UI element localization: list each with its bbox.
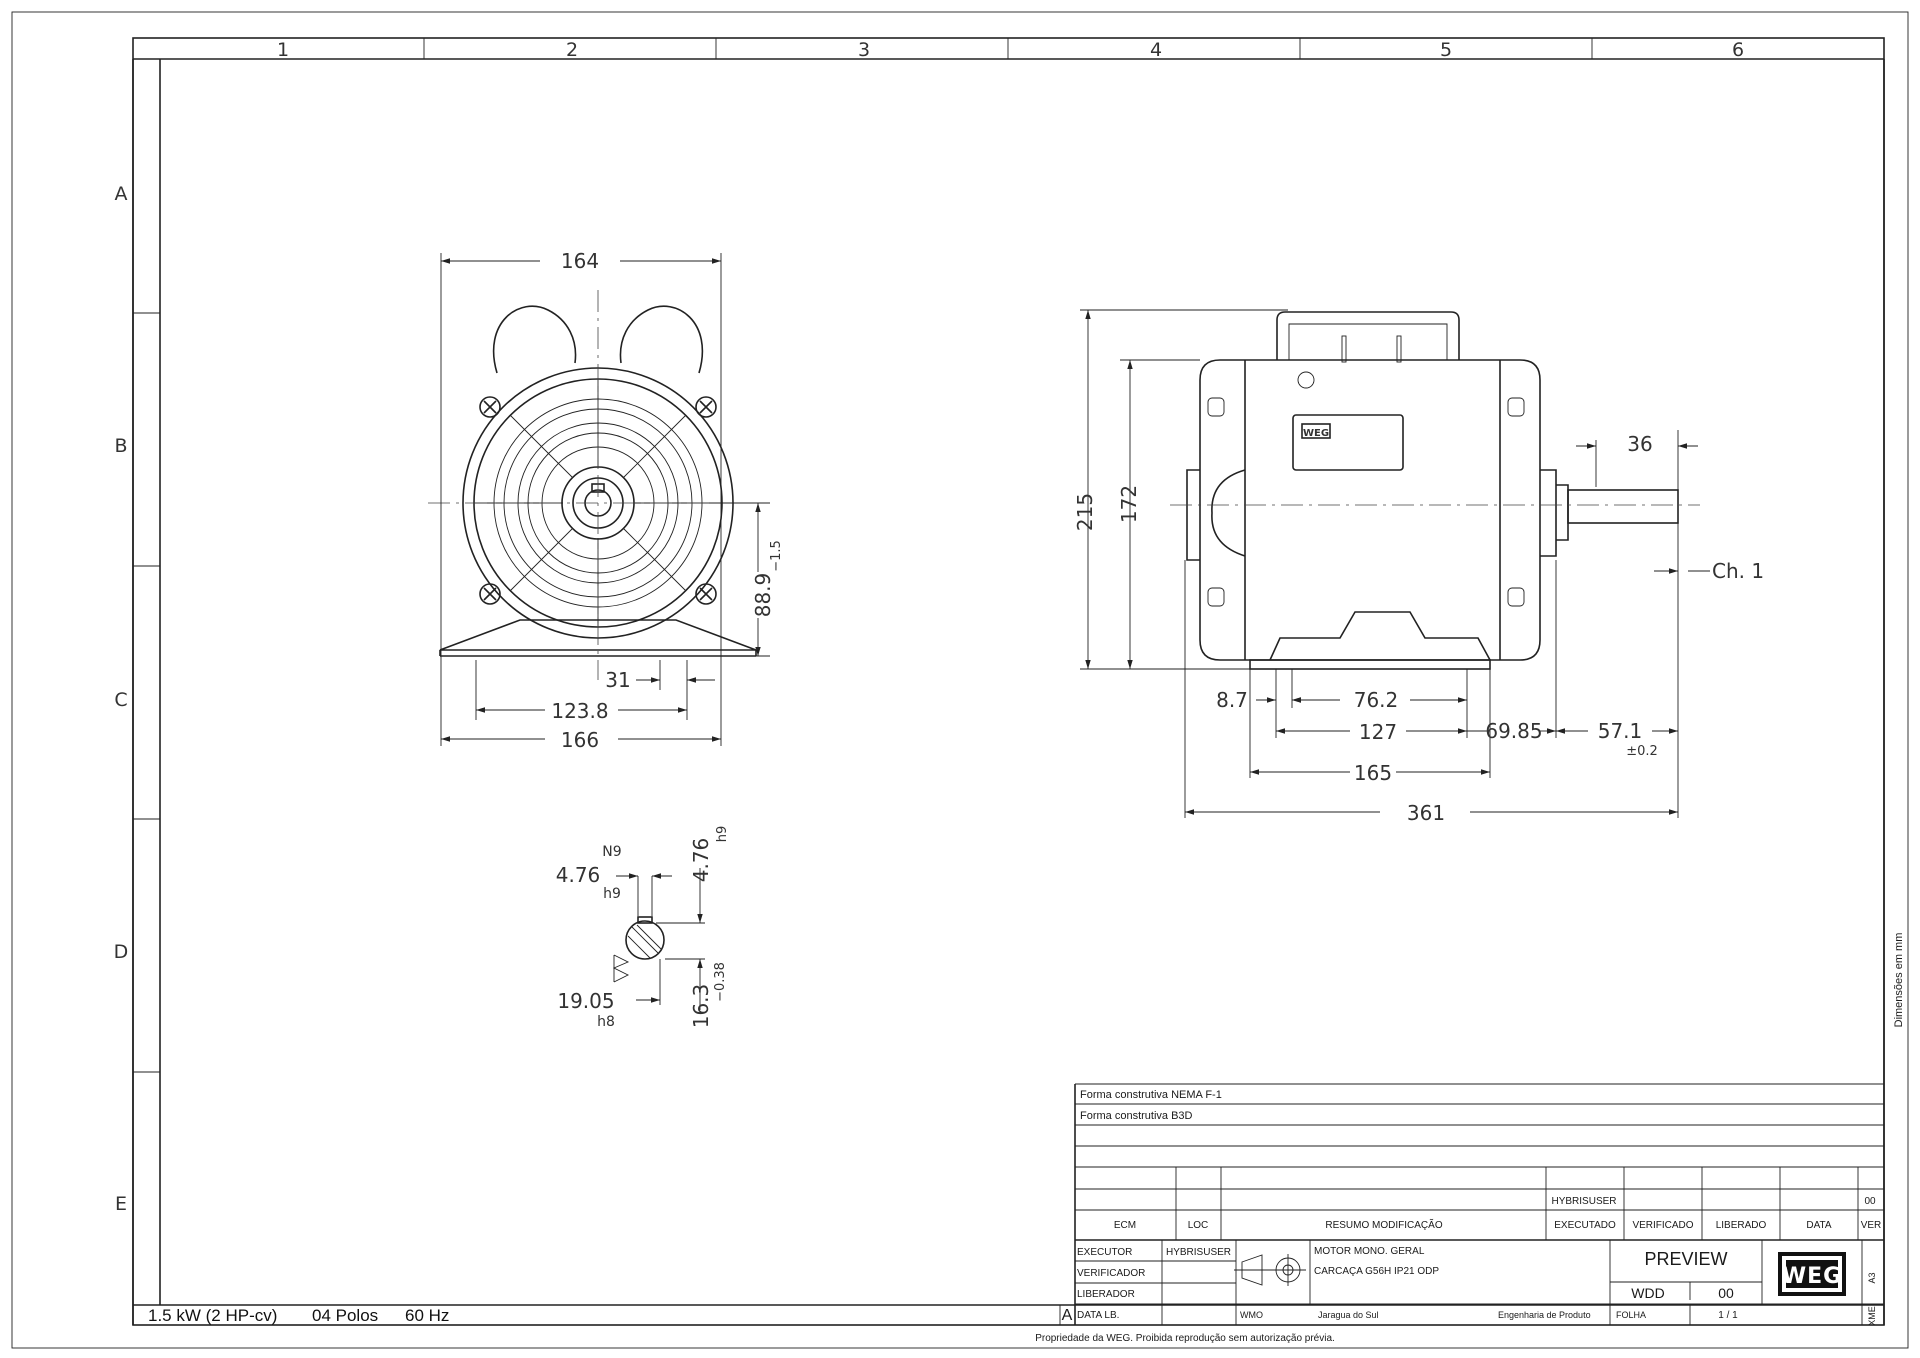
zone-col-2: 2 xyxy=(566,39,578,61)
dim-shaft-height: 88.9 xyxy=(751,573,775,618)
drawing-revision: 00 xyxy=(1718,1285,1734,1301)
footer-dept: Engenharia de Produto xyxy=(1498,1310,1591,1320)
dim-shaft-extension: 57.1 xyxy=(1598,719,1643,743)
dim-key-height-fit: h9 xyxy=(715,826,730,843)
header-verificado: VERIFICADO xyxy=(1632,1220,1693,1231)
side-view: WEG xyxy=(1080,309,1710,818)
dim-key-width: 4.76 xyxy=(556,863,601,887)
copyright: Propriedade da WEG. Proibida reprodução … xyxy=(1035,1333,1335,1344)
zone-row-e: E xyxy=(115,1193,127,1215)
dim-total-height: 215 xyxy=(1073,493,1097,531)
zone-labels: 1 2 3 4 5 6 A B C D E xyxy=(114,39,1744,1215)
dim-base-length: 165 xyxy=(1354,761,1392,785)
spec-power: 1.5 kW (2 HP-cv) xyxy=(148,1306,277,1325)
sheet-frame xyxy=(11,11,1909,1349)
rev-letter: A xyxy=(1062,1307,1073,1324)
header-resumo: RESUMO MODIFICAÇÃO xyxy=(1325,1218,1442,1231)
header-liberado: LIBERADO xyxy=(1716,1220,1767,1231)
title-block xyxy=(1059,1083,1884,1325)
dim-total-length: 361 xyxy=(1407,801,1445,825)
zone-row-a: A xyxy=(115,183,128,205)
dim-key-width-fit: h9 xyxy=(603,886,621,902)
zone-row-b: B xyxy=(114,435,127,457)
weg-logo: WEG xyxy=(1778,1252,1846,1296)
rev-number: 00 xyxy=(1864,1196,1876,1207)
doc-type: XME xyxy=(1867,1306,1877,1326)
dim-foot-holes: 123.8 xyxy=(551,699,608,723)
zone-row-d: D xyxy=(114,941,129,963)
dim-shaft-extension-tol: ±0.2 xyxy=(1626,744,1658,759)
units-note: Dimensões em mm xyxy=(1893,933,1905,1028)
header-executado: EXECUTADO xyxy=(1554,1220,1616,1231)
dim-foot-length: 127 xyxy=(1359,720,1397,744)
rev-user: HYBRISUSER xyxy=(1551,1196,1616,1207)
spec-frequency: 60 Hz xyxy=(405,1306,449,1325)
title-block-text: Forma construtiva NEMA F-1 Forma constru… xyxy=(1062,1089,1882,1326)
dim-end-offset: 69.85 xyxy=(1485,719,1542,743)
zone-col-6: 6 xyxy=(1732,39,1744,61)
zone-col-4: 4 xyxy=(1150,39,1162,61)
dim-key-depth: 16.3 xyxy=(689,984,713,1029)
paper-size: A3 xyxy=(1867,1272,1877,1283)
footer-sheet: 1 / 1 xyxy=(1718,1310,1738,1321)
header-data: DATA xyxy=(1806,1220,1832,1231)
dim-shaft-diameter: 19.05 xyxy=(557,989,614,1013)
front-view-dimensions: 164 88.9 −1.5 31 123.8 166 xyxy=(551,249,784,752)
weg-logo-text: WEG xyxy=(1782,1264,1842,1289)
status-preview: PREVIEW xyxy=(1644,1249,1727,1269)
header-ecm: ECM xyxy=(1114,1220,1136,1231)
role-verificador: VERIFICADOR xyxy=(1077,1268,1145,1279)
dim-chamfer: Ch. 1 xyxy=(1712,559,1764,583)
spec-line: 1.5 kW (2 HP-cv) 04 Polos 60 Hz xyxy=(148,1306,449,1325)
role-executor: EXECUTOR xyxy=(1077,1247,1132,1258)
footer-location: Jaragua do Sul xyxy=(1318,1310,1379,1320)
description-2: CARCAÇA G56H IP21 ODP xyxy=(1314,1266,1439,1277)
shaft-detail xyxy=(612,868,705,1010)
description-1: MOTOR MONO. GERAL xyxy=(1314,1246,1425,1257)
role-liberador: LIBERADOR xyxy=(1077,1289,1135,1300)
dim-frame-height: 172 xyxy=(1117,485,1141,523)
dim-key-depth-tol: −0.38 xyxy=(713,962,728,1002)
drawing-code: WDD xyxy=(1631,1285,1664,1301)
role-data-lb: DATA LB. xyxy=(1077,1310,1119,1321)
dim-shaft-length: 36 xyxy=(1627,432,1652,456)
header-ver: VER xyxy=(1861,1220,1882,1231)
side-view-logo: WEG xyxy=(1303,428,1329,439)
side-view-dimensions: 215 172 36 Ch. 1 8.7 76.2 127 69.85 57.1… xyxy=(1073,432,1764,825)
note-1: Forma construtiva NEMA F-1 xyxy=(1080,1089,1222,1101)
zone-col-1: 1 xyxy=(277,39,289,61)
dim-hole-spacing: 76.2 xyxy=(1354,688,1399,712)
dim-foot-offset: 31 xyxy=(605,668,630,692)
dim-key-height: 4.76 xyxy=(689,838,713,883)
dim-hole-offset: 8.7 xyxy=(1216,688,1248,712)
header-loc: LOC xyxy=(1188,1220,1209,1231)
zone-col-3: 3 xyxy=(858,39,870,61)
dim-key-fit: N9 xyxy=(602,844,621,860)
spec-poles: 04 Polos xyxy=(312,1306,378,1325)
zone-row-c: C xyxy=(114,689,127,711)
footer-sheet-label: FOLHA xyxy=(1616,1310,1646,1320)
front-view xyxy=(428,253,770,746)
dim-shaft-height-tol: −1.5 xyxy=(769,540,784,572)
dim-width-top: 164 xyxy=(561,249,599,273)
executor-name: HYBRISUSER xyxy=(1166,1247,1231,1258)
shaft-detail-dimensions: N9 4.76 h9 4.76 h9 19.05 h8 16.3 −0.38 xyxy=(556,826,730,1030)
dim-width-base: 166 xyxy=(561,728,599,752)
zone-col-5: 5 xyxy=(1440,39,1452,61)
dim-shaft-diameter-fit: h8 xyxy=(597,1014,615,1030)
footer-wmo: WMO xyxy=(1240,1310,1263,1320)
note-2: Forma construtiva B3D xyxy=(1080,1110,1193,1122)
